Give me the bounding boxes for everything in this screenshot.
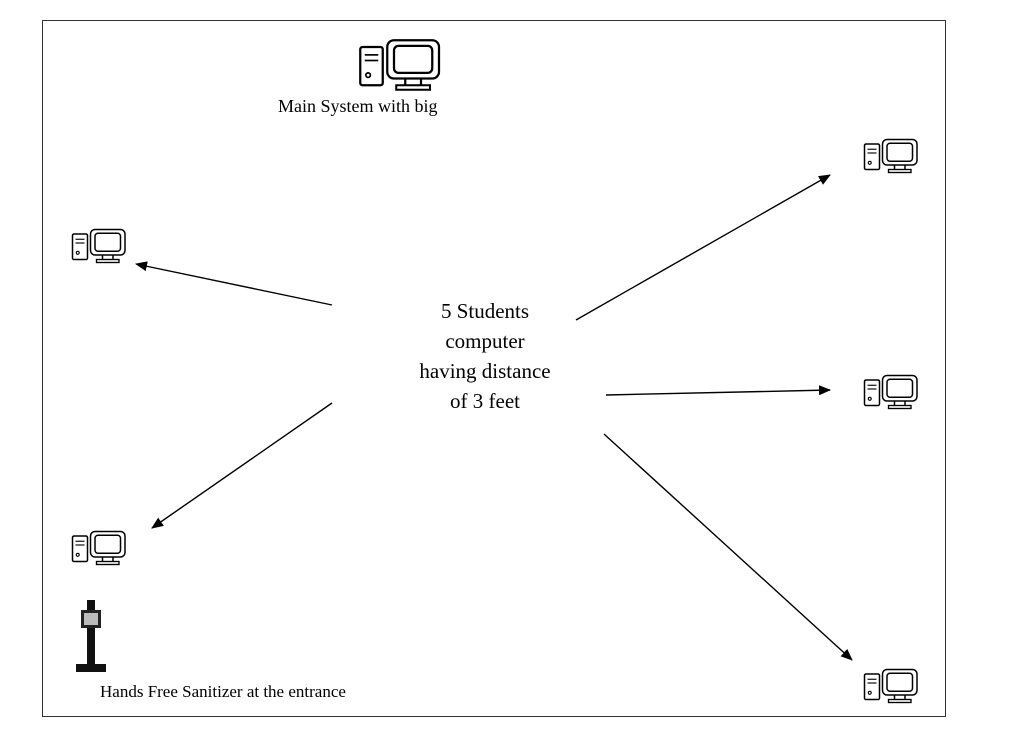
sanitizer-stand-icon bbox=[76, 600, 106, 672]
center-description: 5 Students computer having distance of 3… bbox=[370, 296, 600, 416]
diagram-frame bbox=[42, 20, 946, 717]
student-computer-left-lower bbox=[63, 530, 139, 566]
sanitizer-label: Hands Free Sanitizer at the entrance bbox=[100, 682, 346, 701]
arrow-to-left-lower bbox=[151, 402, 333, 529]
student-computer-bottom-right bbox=[855, 668, 931, 704]
main-system-computer-icon bbox=[343, 38, 463, 92]
student-computer-middle-right bbox=[855, 374, 931, 410]
center-line-4: of 3 feet bbox=[450, 389, 520, 413]
student-computer-top-right bbox=[855, 138, 931, 174]
center-line-2: computer bbox=[445, 329, 525, 353]
center-line-3: having distance bbox=[419, 359, 551, 383]
arrow-to-bottom-right bbox=[603, 433, 853, 661]
center-line-1: 5 Students bbox=[440, 299, 530, 323]
main-system-label: Main System with big bbox=[278, 96, 438, 116]
student-computer-left-upper bbox=[63, 228, 139, 264]
arrow-to-middle-right bbox=[605, 385, 831, 396]
arrow-to-top-right bbox=[575, 174, 831, 321]
arrow-to-left-upper bbox=[135, 261, 333, 306]
